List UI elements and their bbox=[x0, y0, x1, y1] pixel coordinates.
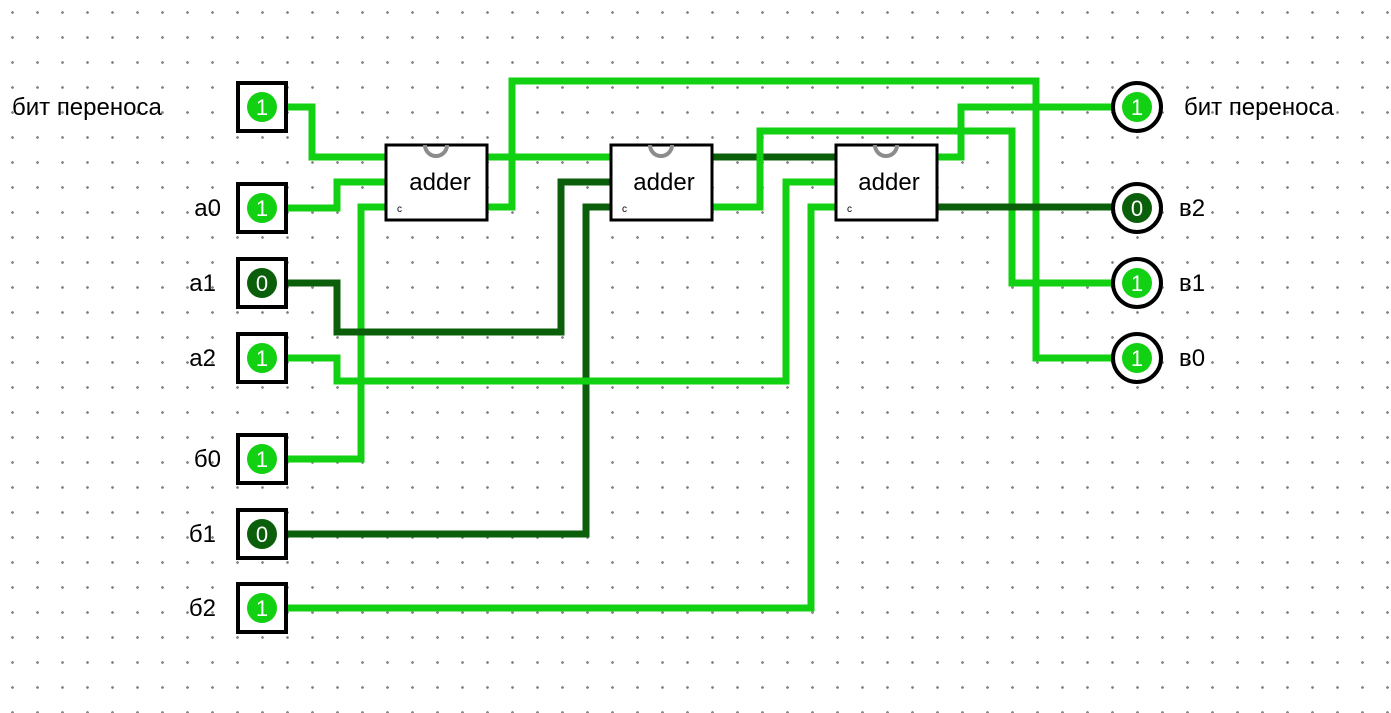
output-value: 1 bbox=[1131, 95, 1143, 120]
input-pin-a1[interactable]: 0 bbox=[236, 257, 288, 309]
input-pin-a0[interactable]: 1 bbox=[236, 182, 288, 234]
output-pin-carry-out[interactable]: 1 bbox=[1111, 81, 1163, 133]
input-value: 0 bbox=[256, 522, 268, 547]
wire-a0[interactable] bbox=[286, 178, 386, 212]
adder-3[interactable]: adder c bbox=[834, 143, 939, 222]
input-label-a1: а1 bbox=[189, 270, 216, 297]
output-label-carry-out: бит переноса bbox=[1184, 94, 1334, 121]
output-pin-c1[interactable]: 1 bbox=[1111, 257, 1163, 309]
input-value: 0 bbox=[256, 271, 268, 296]
input-value: 1 bbox=[256, 596, 268, 621]
components: 1 бит переноса 1 а0 0 а1 1 а2 1 б0 bbox=[12, 81, 1334, 634]
wire-a2[interactable] bbox=[286, 178, 836, 385]
input-pin-b0[interactable]: 1 bbox=[236, 433, 288, 485]
wire-b1[interactable] bbox=[286, 203, 611, 538]
wire-b2[interactable] bbox=[286, 203, 836, 612]
input-value: 1 bbox=[256, 346, 268, 371]
output-pin-c0[interactable]: 1 bbox=[1111, 332, 1163, 384]
input-pin-a2[interactable]: 1 bbox=[236, 332, 288, 384]
adder-carry-label: c bbox=[847, 204, 852, 215]
output-value: 1 bbox=[1131, 346, 1143, 371]
input-value: 1 bbox=[256, 196, 268, 221]
input-label-b2: б2 bbox=[189, 595, 216, 622]
output-label-c0: в0 bbox=[1179, 345, 1205, 372]
wire-adder1-sum[interactable] bbox=[487, 77, 1113, 362]
output-value: 1 bbox=[1131, 271, 1143, 296]
adder-1[interactable]: adder c bbox=[384, 143, 489, 222]
wire-a1[interactable] bbox=[286, 178, 611, 336]
input-label-carry-in: бит переноса bbox=[12, 94, 162, 121]
adder-carry-label: c bbox=[622, 204, 627, 215]
input-label-b0: б0 bbox=[194, 446, 221, 473]
input-value: 1 bbox=[256, 447, 268, 472]
wire-adder2-sum[interactable] bbox=[712, 127, 1113, 287]
input-value: 1 bbox=[256, 95, 268, 120]
output-pin-c2[interactable]: 0 bbox=[1111, 182, 1163, 234]
adder-2[interactable]: adder c bbox=[609, 143, 714, 222]
input-label-a0: а0 bbox=[194, 195, 221, 222]
adder-carry-label: c bbox=[397, 204, 402, 215]
output-value: 0 bbox=[1131, 196, 1143, 221]
input-label-b1: б1 bbox=[189, 521, 216, 548]
output-label-c1: в1 bbox=[1179, 270, 1205, 297]
wire-carry-in[interactable] bbox=[286, 103, 386, 161]
output-label-c2: в2 bbox=[1179, 195, 1205, 222]
input-pin-carry-in[interactable]: 1 bbox=[236, 81, 288, 133]
adder-label: adder bbox=[858, 169, 919, 196]
wires bbox=[286, 77, 1113, 612]
input-pin-b1[interactable]: 0 bbox=[236, 508, 288, 560]
input-pin-b2[interactable]: 1 bbox=[236, 582, 288, 634]
adder-label: adder bbox=[409, 169, 470, 196]
adder-label: adder bbox=[633, 169, 694, 196]
wire-adder3-carry-out[interactable] bbox=[937, 103, 1113, 161]
input-label-a2: а2 bbox=[189, 345, 216, 372]
